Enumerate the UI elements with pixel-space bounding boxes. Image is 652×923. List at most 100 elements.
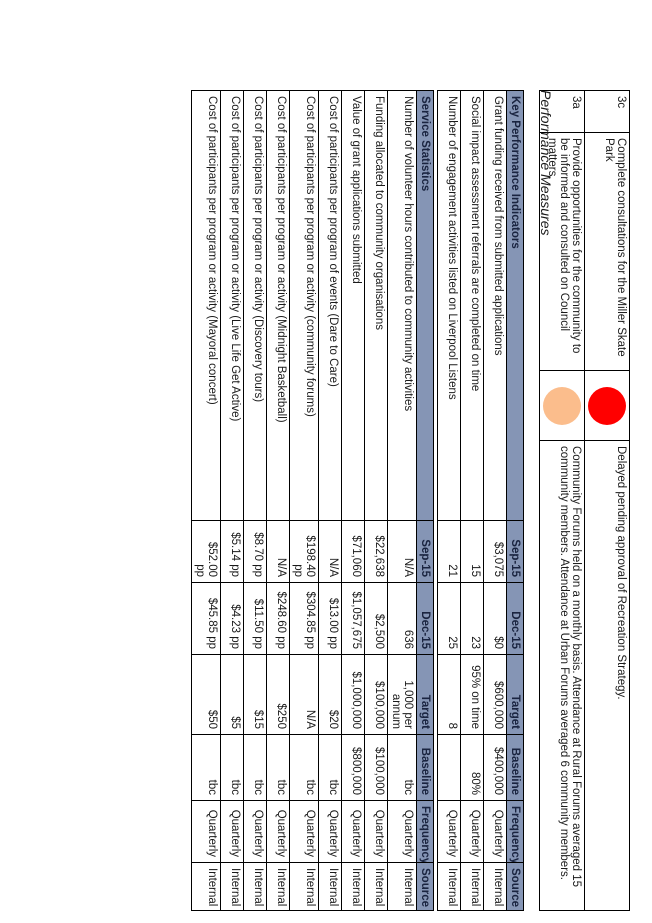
table-cell: Internal: [318, 862, 342, 911]
table-cell: tbc: [318, 734, 342, 801]
table-cell: Quarterly: [460, 800, 484, 863]
table-cell: Cost of participants per program or acti…: [289, 90, 319, 521]
column-header: Dec-15: [416, 582, 434, 655]
table-cell: tbc: [387, 734, 417, 801]
table-cell: $4.23 pp: [220, 582, 244, 655]
table-cell: $3,075: [483, 520, 507, 583]
table-cell: $52.00 pp: [191, 520, 221, 583]
column-header: Target: [416, 654, 434, 735]
table-cell: $45.85 pp: [191, 582, 221, 655]
table-cell: Number of engagement activities listed o…: [437, 90, 461, 521]
table-cell: tbc: [220, 734, 244, 801]
action-status: [539, 370, 585, 441]
table-cell: Quarterly: [483, 800, 507, 863]
table-cell: Internal: [387, 862, 417, 911]
table-cell: Internal: [341, 862, 365, 911]
table-cell: $600,000: [483, 654, 507, 735]
column-header: Frequency: [506, 800, 524, 863]
table-row: Number of volunteer hours contributed to…: [387, 90, 417, 911]
table-cell: $248.60 pp: [266, 582, 290, 655]
table-cell: Funding allocated to community organisat…: [364, 90, 388, 521]
table-cell: N/A: [318, 520, 342, 583]
table-row: Funding allocated to community organisat…: [364, 90, 388, 911]
table-cell: Value of grant applications submitted: [341, 90, 365, 521]
action-comment: Delayed pending approval of Recreation S…: [584, 440, 630, 911]
column-header: Source: [416, 862, 434, 911]
table-cell: Internal: [364, 862, 388, 911]
table-cell: tbc: [243, 734, 267, 801]
table-cell: Internal: [483, 862, 507, 911]
table-cell: 95% on time: [460, 654, 484, 735]
column-header: Baseline: [506, 734, 524, 801]
table-cell: Cost of participants per program or acti…: [266, 90, 290, 521]
table-row: Social impact assessment referrals are c…: [460, 90, 484, 911]
table-cell: N/A: [289, 654, 319, 735]
table-cell: 1,000 per annum: [387, 654, 417, 735]
table-cell: 15: [460, 520, 484, 583]
table-cell: $250: [266, 654, 290, 735]
column-header: Baseline: [416, 734, 434, 801]
table-row: Value of grant applications submitted$71…: [341, 90, 365, 911]
table-cell: $5.14 pp: [220, 520, 244, 583]
table-cell: Grant funding received from submitted ap…: [483, 90, 507, 521]
table-cell: $0: [483, 582, 507, 655]
status-dot: [543, 386, 581, 425]
table-cell: $400,000: [483, 734, 507, 801]
table-cell: 8: [437, 654, 461, 735]
table-row: Cost of participants per program or acti…: [220, 90, 244, 911]
table-cell: tbc: [289, 734, 319, 801]
table-cell: $15: [243, 654, 267, 735]
action-text: Complete consultations for the Miller Sk…: [584, 132, 630, 371]
table-cell: $50: [191, 654, 221, 735]
table-row: Cost of participants per program or acti…: [243, 90, 267, 911]
table-cell: Internal: [220, 862, 244, 911]
table-cell: $20: [318, 654, 342, 735]
status-dot: [588, 386, 626, 425]
table-cell: Internal: [191, 862, 221, 911]
table-cell: tbc: [266, 734, 290, 801]
table-cell: Quarterly: [318, 800, 342, 863]
table-cell: $100,000: [364, 734, 388, 801]
column-header: Target: [506, 654, 524, 735]
table-cell: Internal: [437, 862, 461, 911]
table-cell: Number of volunteer hours contributed to…: [387, 90, 417, 521]
column-header: Sep-15: [416, 520, 434, 583]
table-cell: 21: [437, 520, 461, 583]
table-row: Cost of participants per program of even…: [318, 90, 342, 911]
table-cell: Quarterly: [364, 800, 388, 863]
table-cell: tbc: [191, 734, 221, 801]
table-cell: $22,638: [364, 520, 388, 583]
table-cell: 25: [437, 582, 461, 655]
table-row: Cost of participants per program or acti…: [191, 90, 221, 911]
table-cell: 636: [387, 582, 417, 655]
column-header: Service Statistics: [416, 90, 434, 521]
table-cell: $800,000: [341, 734, 365, 801]
table-cell: N/A: [387, 520, 417, 583]
table-cell: $100,000: [364, 654, 388, 735]
table-cell: $13.00 pp: [318, 582, 342, 655]
table-cell: Quarterly: [220, 800, 244, 863]
table-cell: Internal: [460, 862, 484, 911]
column-header: Frequency: [416, 800, 434, 863]
action-code: 3c: [584, 90, 630, 133]
table-cell: Internal: [243, 862, 267, 911]
table-cell: Quarterly: [387, 800, 417, 863]
table-cell: Quarterly: [289, 800, 319, 863]
column-header: Sep-15: [506, 520, 524, 583]
table-cell: Quarterly: [341, 800, 365, 863]
table-cell: $304.85 pp: [289, 582, 319, 655]
table-row: Grant funding received from submitted ap…: [483, 90, 507, 911]
table-cell: Quarterly: [191, 800, 221, 863]
table-cell: Quarterly: [243, 800, 267, 863]
table-cell: Social impact assessment referrals are c…: [460, 90, 484, 521]
table-cell: Cost of participants per program of even…: [318, 90, 342, 521]
table-cell: $1,000,000: [341, 654, 365, 735]
column-header: Dec-15: [506, 582, 524, 655]
table-cell: Cost of participants per program or acti…: [191, 90, 221, 521]
action-status: [584, 370, 630, 441]
column-header: Key Performance Indicators: [506, 90, 524, 521]
